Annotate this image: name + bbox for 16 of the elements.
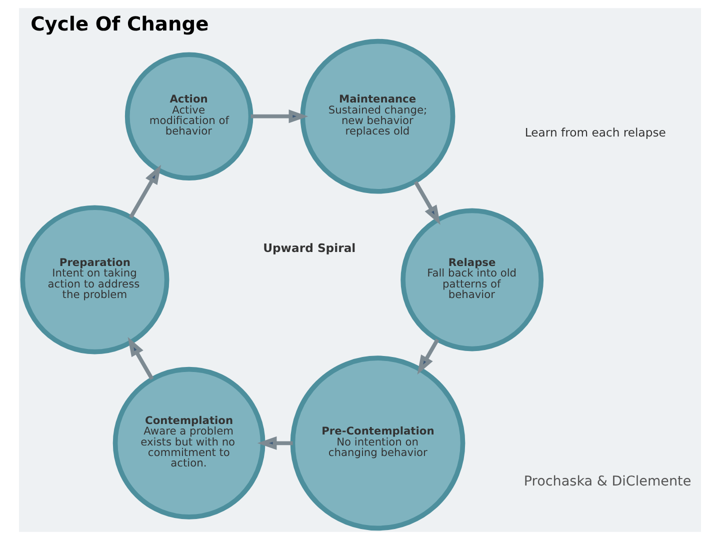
- diagram-title: Cycle Of Change: [30, 12, 209, 36]
- arrow: [128, 164, 162, 218]
- label: Upward Spiral: [263, 240, 356, 255]
- node-circle: Relapse Fall back into old patterns of behavior: [400, 208, 544, 352]
- node-circle: Action Active modification of behavior: [124, 52, 254, 180]
- arrow: [414, 180, 440, 225]
- label: Learn from each relapse: [524, 126, 666, 140]
- arrow: [128, 336, 154, 380]
- label: Prochaska & DiClemente: [524, 474, 692, 490]
- node-circle: Maintenance Sustained change; new behavior replaces old: [300, 38, 456, 194]
- node-circle: Pre-Contemplation No intention on changing behavior: [290, 356, 466, 531]
- arrow: [417, 338, 440, 375]
- node-circle: Preparation Intent on taking action to address the problem: [20, 205, 170, 354]
- node-circle: Contemplation Aware a problem exists but with no commitment to action.: [112, 366, 266, 520]
- arrow: [257, 436, 293, 450]
- arrow: [250, 110, 308, 124]
